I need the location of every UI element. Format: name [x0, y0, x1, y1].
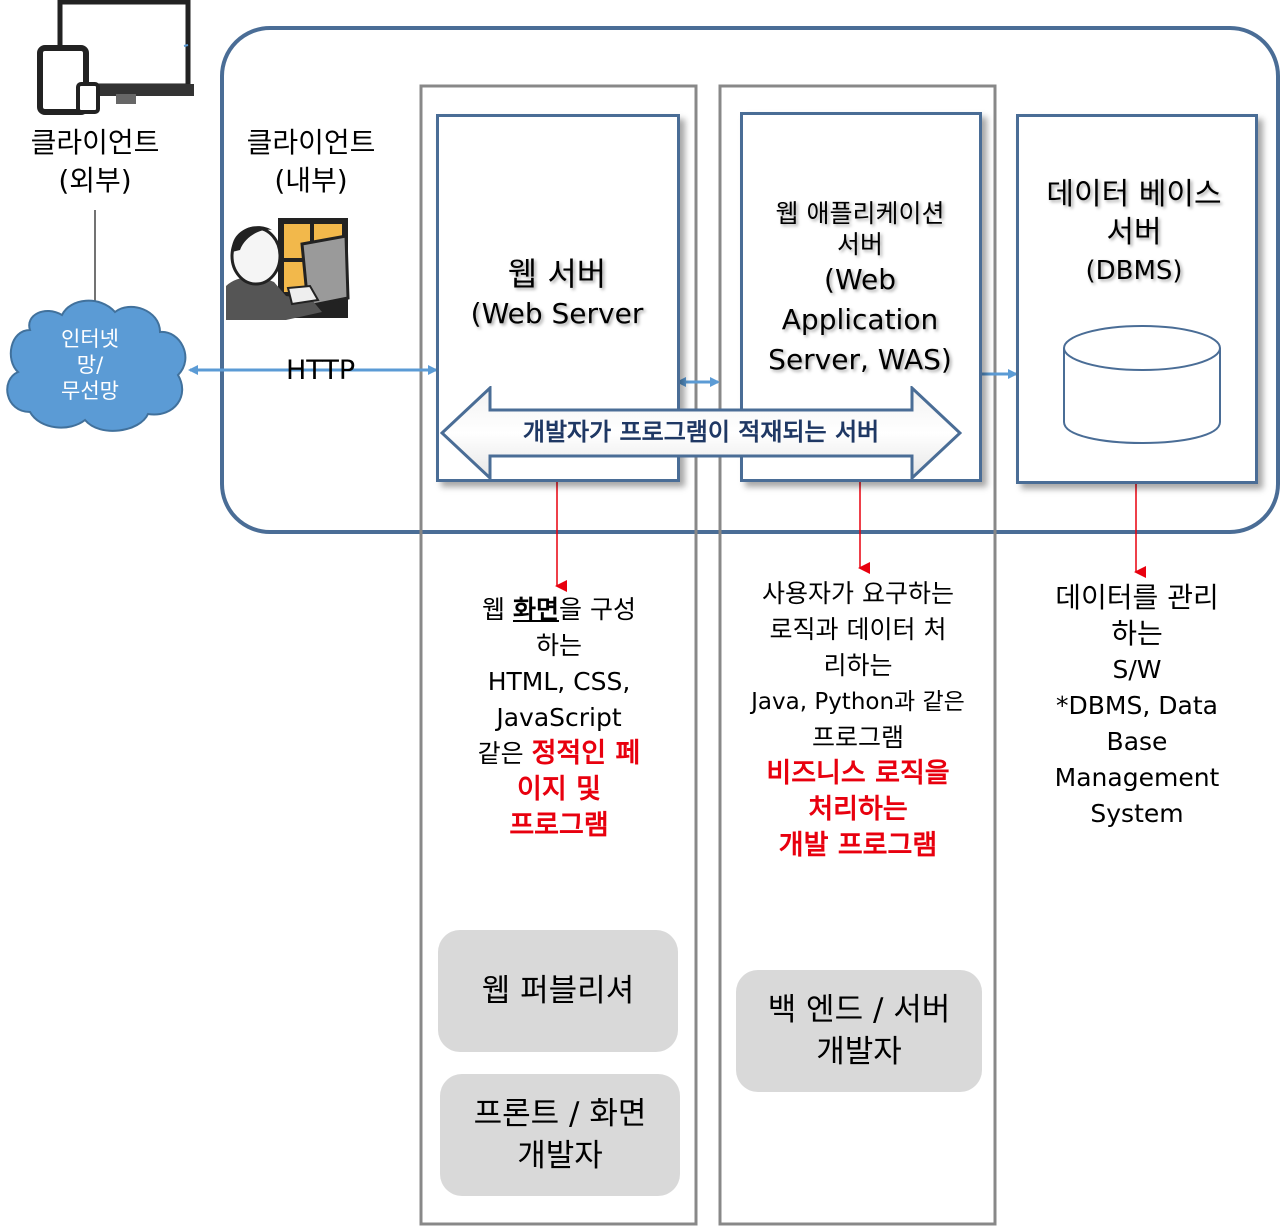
client-internal-line1: 클라이언트	[246, 126, 376, 159]
was-title-line2: 서버	[836, 230, 883, 259]
database-cylinder-icon	[1063, 325, 1221, 444]
web-desc-line5: 같은 정적인 페	[424, 736, 694, 772]
web-desc-line4: JavaScript	[496, 703, 622, 732]
internet-line2: 망/	[76, 353, 104, 377]
role-backend-developer: 백 엔드 / 서버 개발자	[736, 970, 982, 1092]
web-desc-line7: 프로그램	[509, 810, 609, 841]
client-internal-line2: (내부)	[274, 164, 348, 197]
web-desc-line1: 웹 화면을 구성	[424, 592, 694, 628]
was-title: 웹 애플리케이션 서버 (Web Application Server, WAS…	[742, 198, 978, 380]
was-title-line5: Server, WAS)	[768, 343, 952, 376]
db-description: 데이터를 관리 하는 S/W *DBMS, Data Base Manageme…	[1010, 580, 1264, 832]
was-desc-line8: 개발 프로그램	[778, 830, 938, 861]
web-desc-line2: 하는	[535, 631, 582, 660]
client-external-line1: 클라이언트	[30, 126, 160, 159]
db-desc-line4: *DBMS, Data	[1056, 691, 1218, 720]
was-desc-line5: 프로그램	[811, 723, 904, 752]
http-label: HTTP	[286, 355, 356, 386]
role-frontend-line1: 프론트 / 화면	[473, 1096, 647, 1132]
role-backend-line2: 개발자	[816, 1034, 902, 1070]
internet-cloud-icon	[6, 299, 187, 432]
db-title-line1: 데이터 베이스	[1046, 177, 1222, 212]
role-backend-line1: 백 엔드 / 서버	[767, 992, 951, 1028]
web-desc-p5: 같은	[477, 739, 532, 768]
db-desc-line2: 하는	[1111, 617, 1163, 650]
devices-icon	[37, 0, 194, 115]
web-column-frame	[419, 84, 698, 1226]
was-desc-line1: 사용자가 요구하는	[762, 579, 954, 608]
web-desc-p1-bold: 화면	[512, 595, 559, 624]
was-title-line1: 웹 애플리케이션	[775, 199, 945, 228]
banner-label: 개발자가 프로그램이 적재되는 서버	[522, 418, 880, 446]
web-desc-line3: HTML, CSS,	[487, 667, 631, 696]
developer-person-icon	[226, 216, 350, 320]
web-server-title: 웹 서버 (Web Server	[440, 254, 674, 334]
db-desc-line7: System	[1090, 799, 1184, 828]
client-external-line2: (외부)	[58, 164, 132, 197]
web-desc-line6: 이지 및	[517, 774, 601, 805]
was-desc-line3: 리하는	[823, 651, 893, 680]
db-desc-line3: S/W	[1112, 655, 1162, 684]
internet-line1: 인터넷	[61, 327, 119, 351]
was-description: 사용자가 요구하는 로직과 데이터 처 리하는 Java, Python과 같은…	[722, 576, 994, 864]
internet-line3: 무선망	[61, 379, 119, 403]
web-server-title-line2: (Web Server	[470, 297, 644, 330]
was-desc-line7: 처리하는	[808, 794, 908, 825]
web-server-title-line1: 웹 서버	[507, 255, 607, 293]
was-title-line4: Application	[781, 303, 939, 336]
role-web-publisher: 웹 퍼블리셔	[438, 930, 678, 1052]
web-desc-p5-red: 정적인 페	[531, 738, 641, 769]
web-desc-p1: 웹	[482, 595, 513, 624]
was-desc-line6: 비즈니스 로직을	[766, 758, 950, 789]
role-frontend-line2: 개발자	[517, 1138, 603, 1174]
db-desc-line1: 데이터를 관리	[1055, 581, 1219, 614]
was-column-frame	[718, 84, 997, 1226]
db-title-line3: (DBMS)	[1085, 256, 1183, 286]
banner-double-arrow	[440, 386, 962, 480]
db-desc-line6: Management	[1054, 763, 1220, 792]
role-frontend-developer: 프론트 / 화면 개발자	[440, 1074, 680, 1196]
client-internal-label: 클라이언트 (내부)	[226, 124, 396, 200]
server-zone-frame	[220, 26, 1280, 534]
web-server-description: 웹 화면을 구성 하는 HTML, CSS, JavaScript 같은 정적인…	[424, 592, 694, 844]
role-web-publisher-label: 웹 퍼블리셔	[481, 973, 635, 1009]
db-title-line2: 서버	[1106, 215, 1162, 250]
internet-label: 인터넷 망/ 무선망	[30, 326, 150, 404]
was-desc-line4: Java, Python과 같은	[751, 689, 965, 715]
db-desc-line5: Base	[1106, 727, 1168, 756]
web-desc-p1-rest: 을 구성	[559, 595, 636, 624]
was-title-line3: (Web	[824, 263, 896, 296]
was-desc-line2: 로직과 데이터 처	[769, 615, 947, 644]
db-server-title: 데이터 베이스 서버 (DBMS)	[1016, 176, 1252, 290]
client-external-label: 클라이언트 (외부)	[10, 124, 180, 200]
